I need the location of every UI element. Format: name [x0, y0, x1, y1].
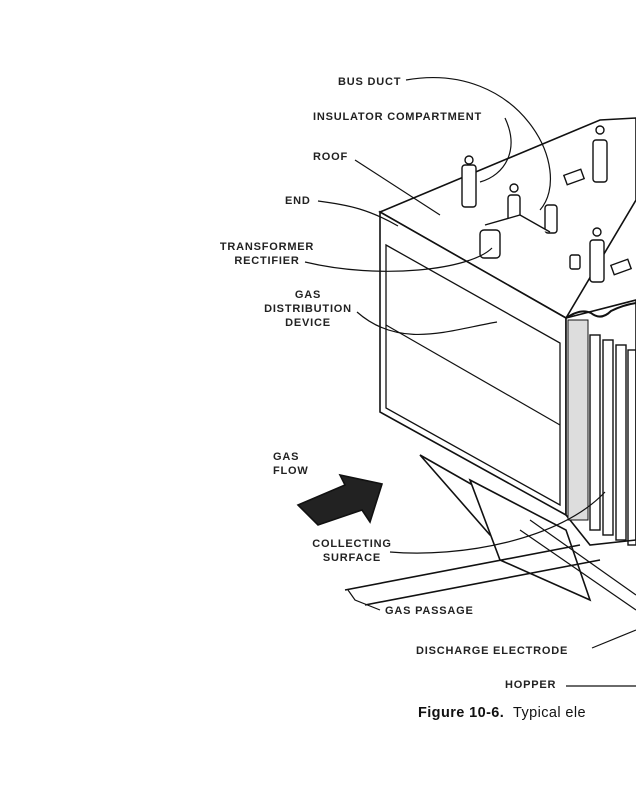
- label-line: RECTIFIER: [234, 255, 300, 267]
- label-line: DISTRIBUTION: [264, 303, 352, 315]
- gas-flow-arrow: [296, 473, 384, 526]
- gas-distribution-panel: [385, 243, 561, 507]
- label-roof: ROOF: [313, 151, 348, 163]
- label-gas-flow: GAS FLOW: [273, 450, 309, 478]
- label-line: SURFACE: [322, 552, 382, 564]
- label-line: GAS: [273, 451, 300, 463]
- figure-caption-text: Typical ele: [513, 705, 586, 721]
- figure-number: Figure 10-6.: [418, 705, 505, 721]
- label-discharge-electrode: DISCHARGE ELECTRODE: [416, 645, 569, 657]
- label-line: TRANSFORMER: [219, 241, 315, 253]
- label-transformer-rectifier: TRANSFORMER RECTIFIER: [213, 240, 321, 268]
- label-gas-passage: GAS PASSAGE: [385, 605, 474, 617]
- figure-caption: Figure 10-6. Typical ele: [418, 705, 586, 721]
- label-line: GAS: [294, 289, 322, 301]
- label-hopper: HOPPER: [505, 679, 557, 691]
- label-line: COLLECTING: [312, 538, 392, 550]
- label-collecting-surface: COLLECTING SURFACE: [306, 537, 398, 565]
- label-line: FLOW: [273, 465, 309, 477]
- label-insulator-compartment: INSULATOR COMPARTMENT: [313, 111, 482, 123]
- label-bus-duct: BUS DUCT: [338, 76, 402, 88]
- label-gas-distribution-device: GAS DISTRIBUTION DEVICE: [256, 288, 360, 330]
- label-end: END: [285, 195, 311, 207]
- label-line: DEVICE: [285, 317, 331, 329]
